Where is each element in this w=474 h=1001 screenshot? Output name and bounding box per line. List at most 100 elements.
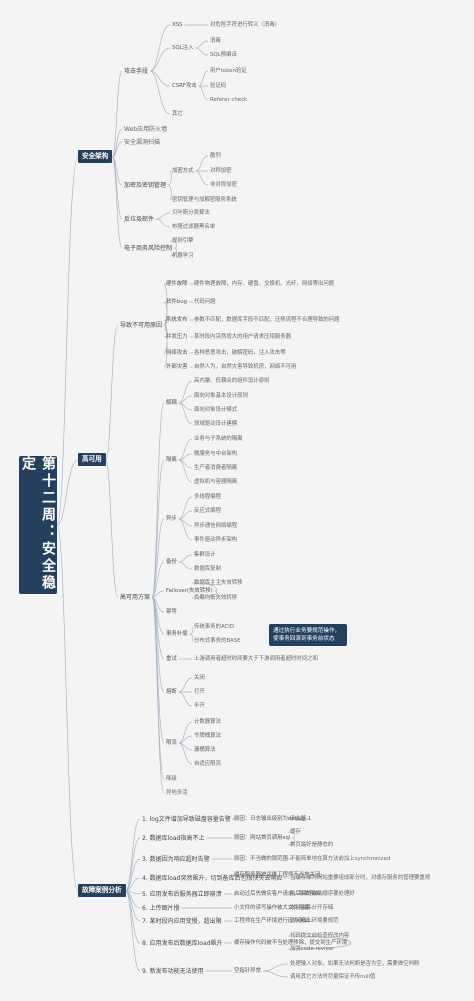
leaf-1-1-10[interactable]: 降级 (166, 776, 177, 782)
topic-2-2-0[interactable]: 原因：不当做的锁范围 (234, 856, 288, 862)
topic-2-4[interactable]: 5. 应用发布后服务器立即崩溃 (142, 891, 222, 898)
leaf-1-1-8-1[interactable]: 打开 (194, 689, 205, 695)
topic-1-0-5[interactable]: 外部灾害 (166, 364, 188, 370)
leaf-1-0-0-0[interactable]: 硬件物理故障，内存、硬盘、交换机、光纤，网络等出问题 (194, 281, 335, 287)
leaf-1-1-9-2[interactable]: 漏桶算法 (194, 747, 216, 753)
topic-2-0[interactable]: 1. log文件增加导致磁盘容量告警 (142, 816, 231, 823)
topic-1-1-2[interactable]: 异步 (166, 516, 177, 522)
topic-2-2[interactable]: 3. 数据因为响应超时告警 (142, 856, 210, 863)
leaf-1-1-1-1[interactable]: 微服务与中台架构 (194, 451, 238, 457)
leaf-1-1-9-1[interactable]: 令牌桶算法 (194, 733, 221, 739)
topic-2-1-0[interactable]: 原因：网站首页调用sql (234, 835, 291, 841)
branch-2[interactable]: 故障案例分析 (78, 884, 126, 897)
leaf-0-1[interactable]: Web应用防火墙 (124, 126, 168, 133)
leaf-1-1-8-0[interactable]: 关闭 (194, 675, 205, 681)
leaf-0-0-2-1[interactable]: 验证码 (210, 83, 227, 89)
leaf-1-0-3-0[interactable]: 某时段内突然增大的用户请求压垮服务器 (194, 334, 292, 340)
leaf-2-7-0-1[interactable]: 加强code review (290, 946, 334, 952)
leaf-1-1-5[interactable]: 幂等 (166, 609, 177, 615)
leaf-1-0-4-0[interactable]: 各种恶意攻击，破解密码，注入攻击等 (194, 350, 286, 356)
leaf-0-2[interactable]: 安全漏洞扫描 (124, 139, 161, 146)
branch-1[interactable]: 高可用 (78, 453, 106, 466)
topic-2-7-0[interactable]: 缓存操作代码被不当处理移除，提交到生产环境 (234, 940, 348, 946)
leaf-1-1-11[interactable]: 异地多活 (166, 790, 188, 796)
topic-2-8-0[interactable]: 空指针异常 (234, 968, 261, 974)
leaf-0-0-2-2[interactable]: Referer check (210, 97, 248, 103)
leaf-2-2-0-0[interactable]: 不能简单地在算方法前加上synchronized (290, 856, 391, 862)
leaf-2-4-0-0[interactable]: 前后台的启动顺序要处理好 (290, 891, 355, 897)
topic-2-5-0[interactable]: 小文件的读写操作被大文件阻塞 (234, 905, 310, 911)
leaf-2-7-0-0[interactable]: 代码提交前检查修改内容 (290, 933, 350, 939)
leaf-1-1-4-0[interactable]: 数据库主主失效转移 (194, 580, 243, 586)
leaf-1-1-6-1[interactable]: 分布式事务的BASE (194, 638, 241, 644)
topic-1-0-4[interactable]: 网络攻击 (166, 350, 188, 356)
leaf-1-1-3-1[interactable]: 数据库复制 (194, 566, 221, 572)
topic-0-3[interactable]: 加密及密钥管理 (124, 182, 167, 189)
leaf-1-1-0-3[interactable]: 领域驱动设计建模 (194, 421, 238, 427)
leaf-1-1-1-0[interactable]: 业务与子系统的隔离 (194, 436, 243, 442)
leaf-0-0-3[interactable]: 其它 (172, 111, 183, 117)
topic-1-1-3[interactable]: 备份 (166, 559, 177, 565)
leaf-1-1-0-2[interactable]: 面向对象设计模式 (194, 407, 238, 413)
leaf-1-1-2-3[interactable]: 事件驱动异步架构 (194, 537, 238, 543)
topic-0-3-0[interactable]: 加密方式 (172, 168, 194, 174)
topic-2-1[interactable]: 2. 数据库load指高不上 (142, 835, 205, 842)
leaf-0-5-1[interactable]: 机器学习 (172, 253, 194, 259)
leaf-2-0-0-0[interactable]: 子主题 1 (290, 816, 312, 822)
leaf-2-8-0-0[interactable]: 处理输入对象，如果无法判断是否为空，需要做空判断 (290, 961, 420, 967)
leaf-1-1-3-0[interactable]: 集群设计 (194, 552, 216, 558)
leaf-2-1-0-1[interactable]: 首页最好是静态的 (290, 842, 334, 848)
leaf-1-1-0-0[interactable]: 高内聚、低耦合的组件设计原则 (194, 378, 270, 384)
topic-1-1[interactable]: 高可用方案 (120, 594, 151, 601)
topic-1-0-0[interactable]: 硬件故障 (166, 281, 188, 287)
leaf-2-3-0-0[interactable]: 当缓存成为网站重要组成部分时，对缓存服务的管理要重视 (290, 875, 431, 881)
leaf-2-5-0-0[interactable]: 大小文件分开存储 (290, 905, 334, 911)
leaf-1-1-2-1[interactable]: 反应式编程 (194, 508, 221, 514)
topic-0-5[interactable]: 电子商务风险控制 (124, 245, 173, 252)
leaf-1-1-6-0[interactable]: 传统事务的ACID (194, 624, 235, 630)
topic-1-0-1[interactable]: 软件bug (166, 299, 188, 305)
leaf-2-8-0-1[interactable]: 调用其它方法时尽量保证不传null值 (290, 974, 376, 980)
topic-2-6-0[interactable]: 工程师在生产环境进行压力测试 (234, 918, 310, 924)
topic-1-1-8[interactable]: 熔断 (166, 689, 177, 695)
leaf-0-3-1[interactable]: 密钥管理与加解密服务系统 (172, 197, 237, 203)
topic-2-7[interactable]: 8. 应用发布后数据库load飙升 (142, 940, 223, 947)
leaf-1-1-7-0[interactable]: 上游调用者超时时间要大于下游调用者超时时间之和 (194, 656, 318, 662)
leaf-0-3-0-1[interactable]: 对称加密 (210, 168, 232, 174)
leaf-1-1-9-3[interactable]: 自适应限流 (194, 761, 221, 767)
leaf-0-4-1[interactable]: 布隆过滤器黑名单 (172, 224, 216, 230)
leaf-0-0-2-0[interactable]: 用户token验证 (210, 68, 247, 74)
topic-2-6[interactable]: 7. 某时段内应用变慢，超出限 (142, 918, 222, 925)
topic-1-0-3[interactable]: 并发压力 (166, 334, 188, 340)
leaf-1-1-1-2[interactable]: 生产者消费者隔离 (194, 465, 238, 471)
topic-1-0-2[interactable]: 系统发布 (166, 317, 188, 323)
leaf-2-6-0-0[interactable]: 访问线上环境要规范 (290, 918, 339, 924)
topic-2-5[interactable]: 6. 上传图片慢 (142, 905, 180, 912)
leaf-1-1-0-1[interactable]: 面向对象基本设计原则 (194, 393, 248, 399)
leaf-0-0-1-1[interactable]: SQL预编译 (210, 52, 237, 58)
topic-0-0-2[interactable]: CSRF攻击 (172, 83, 197, 89)
leaf-0-3-0-2[interactable]: 非对称加密 (210, 182, 237, 188)
branch-0[interactable]: 安全架构 (78, 150, 113, 163)
topic-0-0-1[interactable]: SQL注入 (172, 45, 194, 51)
topic-0-0-0[interactable]: XSS (172, 22, 183, 28)
topic-1-1-9[interactable]: 限流 (166, 740, 177, 746)
leaf-1-0-2-0[interactable]: 参数不匹配，数据库字段不匹配，迁移流程不合理导致的问题 (194, 317, 340, 323)
leaf-0-0-1-0[interactable]: 消毒 (210, 38, 221, 44)
topic-2-3[interactable]: 4. 数据库load突然飙升，切到备库后也很快失去响应 (142, 875, 283, 882)
leaf-1-1-8-2[interactable]: 半开 (194, 703, 205, 709)
leaf-0-0-0-0[interactable]: 对危险字符进行转义（消毒） (210, 22, 281, 28)
topic-1-1-1[interactable]: 隔离 (166, 457, 177, 463)
topic-0-4[interactable]: 反垃圾邮件 (124, 216, 155, 223)
topic-1-1-0[interactable]: 解耦 (166, 400, 177, 406)
leaf-1-1-2-0[interactable]: 多线程编程 (194, 494, 221, 500)
topic-2-3-0[interactable]: 缓存服务器被运维工程师不当地关闭 (234, 872, 321, 878)
leaf-0-4-0[interactable]: 贝叶斯分类算法 (172, 210, 210, 216)
topic-1-1-7[interactable]: 重试 (166, 656, 177, 662)
topic-2-0-0[interactable]: 原因：日志输出级别为debug (234, 816, 305, 822)
leaf-2-1-0-0[interactable]: 缓存 (290, 829, 301, 835)
leaf-1-1-9-0[interactable]: 计数器算法 (194, 719, 221, 725)
leaf-1-1-1-3[interactable]: 虚拟机与容器隔离 (194, 479, 238, 485)
leaf-0-5-0[interactable]: 规则引擎 (172, 238, 194, 244)
topic-2-4-0[interactable]: 启动过后先做实客户请求，导致预热 (234, 891, 321, 897)
